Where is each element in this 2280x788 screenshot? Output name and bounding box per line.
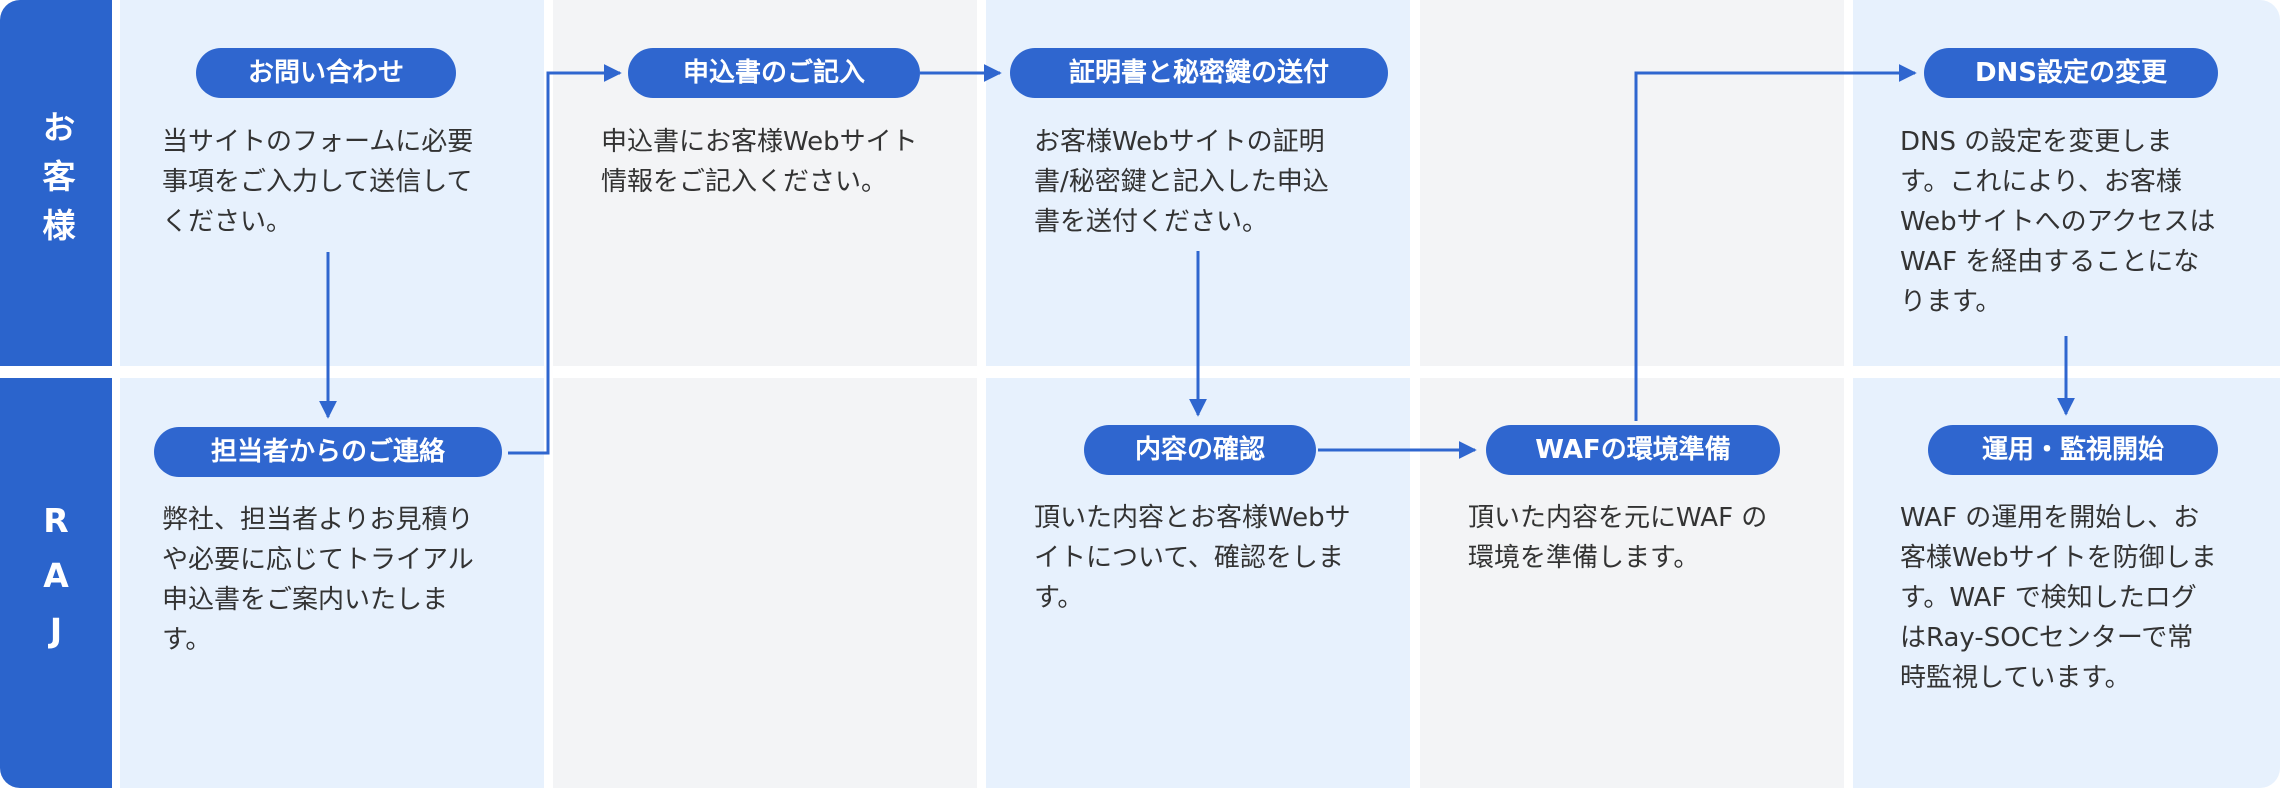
lane-customer: お客様 xyxy=(0,0,112,366)
step-waf-prep-title: WAFの環境準備 xyxy=(1486,425,1780,475)
arrow-waf-prep-to-dns-change xyxy=(1634,64,1917,421)
arrow-contact-to-application xyxy=(508,64,622,455)
step-operation-text: WAF の運用を開始し、お 客様Webサイトを防御しま す。WAF で検知したロ… xyxy=(1900,503,2217,693)
lane-raj: RAJ xyxy=(0,378,112,788)
step-waf-prep-text: 頂いた内容を元にWAF の 環境を準備します。 xyxy=(1468,503,1768,573)
step-application-title: 申込書のご記入 xyxy=(628,48,920,98)
step-application-text: 申込書にお客様Webサイト 情報をご記入ください。 xyxy=(601,127,918,197)
step-contact-title: 担当者からのご連絡 xyxy=(154,427,502,477)
cell-raj-col2 xyxy=(553,378,977,788)
step-operation-title: 運用・監視開始 xyxy=(1928,425,2218,475)
step-confirm-text: 頂いた内容とお客様Webサ イトについて、確認をしま す。 xyxy=(1034,503,1351,613)
step-inquiry-text: 当サイトのフォームに必要 事項をご入力して送信して ください。 xyxy=(162,127,474,237)
step-send-cert-title: 証明書と秘密鍵の送付 xyxy=(1010,48,1388,98)
lane-customer-label: お客様 xyxy=(37,109,76,257)
step-contact-text: 弊社、担当者よりお見積り や必要に応じてトライアル 申込書をご案内いたしま す。 xyxy=(162,505,474,655)
step-inquiry-title: お問い合わせ xyxy=(196,48,456,98)
step-confirm-title: 内容の確認 xyxy=(1084,425,1316,475)
step-dns-change-text: DNS の設定を変更しま す。これにより、お客様 Webサイトへのアクセスは W… xyxy=(1900,127,2216,317)
cell-customer-col4 xyxy=(1420,0,1844,366)
lane-raj-label: RAJ xyxy=(36,500,76,666)
step-send-cert-text: お客様Webサイトの証明 書/秘密鍵と記入した申込 書を送付ください。 xyxy=(1034,127,1329,237)
step-dns-change-title: DNS設定の変更 xyxy=(1924,48,2218,98)
